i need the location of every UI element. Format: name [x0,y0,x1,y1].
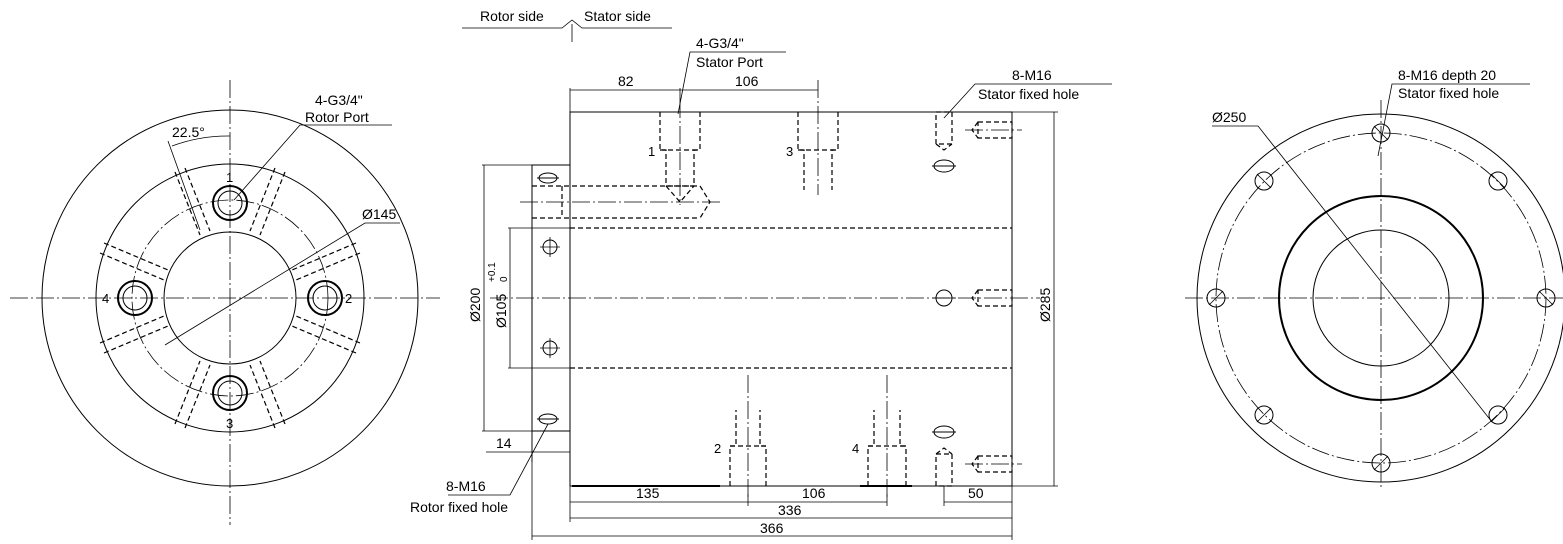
stator-port-2 [729,375,767,500]
dim-135: 135 [636,485,660,501]
rotor-port-callout-bottom: Rotor Port [305,109,369,125]
stator-hole-leader [1377,83,1530,157]
rotor-fixed-holes [537,172,560,425]
rotor-port-callout-top: 4-G3/4" [315,92,363,108]
left-port-label-3: 3 [226,416,233,431]
stator-fixed-callout-bottom: Stator fixed hole [978,86,1079,102]
dim-366: 366 [760,520,784,536]
dim-d105: Ø105 [493,294,509,328]
angle-label: 22.5° [172,124,205,140]
left-flange-circle [95,163,365,433]
d250-label: Ø250 [1212,109,1246,125]
dim-336: 336 [778,502,802,518]
port-label-4: 4 [852,441,859,456]
left-port-2 [307,280,343,316]
left-bore-circle [163,231,297,365]
dim-106-bottom: 106 [802,485,826,501]
stator-fixed-callout-top: 8-M16 [1012,67,1052,83]
left-port-label-2: 2 [345,291,352,306]
stator-fixed-leader [943,83,1112,119]
rotor-passage [520,185,720,219]
stator-port-callout-top: 4-G3/4" [696,35,744,51]
right-end-view: Ø250 8-M16 depth 20 Stator fixed hole [1185,67,1563,490]
left-port-4 [117,280,153,316]
dim-d200: Ø200 [467,288,483,322]
left-hidden-channels [99,167,361,429]
dim-d285: Ø285 [1037,288,1053,322]
rotor-side-label: Rotor side [480,8,544,24]
stator-port-leader [677,51,786,115]
dim-14: 14 [496,435,512,451]
center-side-view: Rotor side Stator side [410,8,1112,540]
stator-port-callout-bottom: Stator Port [696,54,763,70]
d250-leader [1212,125,1493,423]
left-end-view: 1 2 3 4 22.5° 4-G3/4" Rotor Port Ø145 [10,80,440,525]
rotor-port-leader [233,124,392,201]
rotor-fixed-leader [448,423,549,496]
d145-leader [164,222,400,346]
rotor-fixed-callout-bottom: Rotor fixed hole [410,499,508,515]
stator-side-label: Stator side [584,8,651,24]
stator-fixed-holes [932,111,1022,487]
left-pitch-circle [131,199,329,397]
d145-label: Ø145 [362,206,396,222]
left-port-3 [212,375,248,411]
left-outer-circle [41,109,419,487]
stator-port-3 [797,80,839,195]
dim-d105-tol-upper: +0.1 [487,262,498,282]
rotor-fixed-callout-top: 8-M16 [446,478,486,494]
left-port-1 [212,185,248,221]
port-label-2: 2 [714,441,721,456]
dim-106-top: 106 [735,73,759,89]
left-port-label-4: 4 [102,291,109,306]
right-callout-bottom: Stator fixed hole [1398,85,1499,101]
right-outer-circle [1196,113,1563,483]
angle-leader [167,140,201,231]
angle-arc [171,135,231,147]
right-hub-circle [1278,195,1484,401]
dim-50: 50 [968,485,984,501]
right-bore-circle [1312,229,1450,367]
port-label-3: 3 [786,144,793,159]
dim-82: 82 [618,73,634,89]
stator-port-1 [659,100,701,205]
stator-port-4 [867,375,907,500]
side-divider [462,19,672,29]
port-label-1: 1 [648,144,655,159]
dim-d105-tol-lower: 0 [499,276,510,282]
left-port-label-1: 1 [226,170,233,185]
stator-body [569,111,1013,487]
right-callout-top: 8-M16 depth 20 [1398,67,1496,83]
